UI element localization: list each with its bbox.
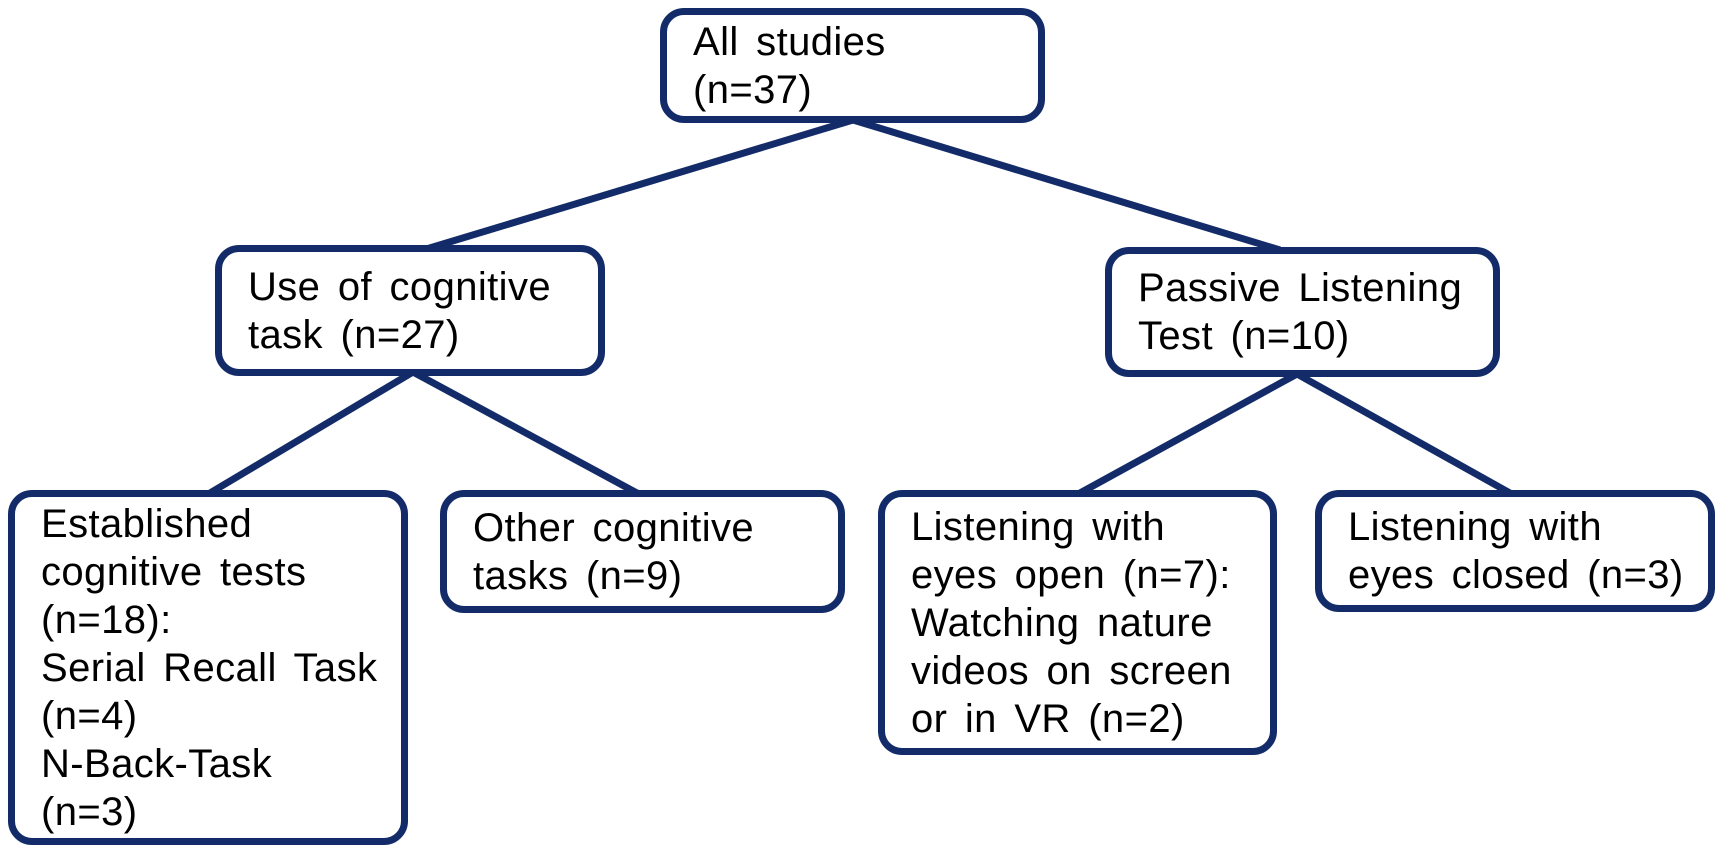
node-other-cognitive-tasks: Other cognitive tasks (n=9) bbox=[440, 490, 845, 613]
node-passive-listening-test-label: Passive Listening Test (n=10) bbox=[1138, 266, 1463, 358]
node-listening-eyes-open-label: Listening with eyes open (n=7): Watching… bbox=[911, 504, 1232, 741]
edge-all-studies-to-cognitive-task bbox=[421, 116, 855, 254]
node-other-cognitive-tasks-label: Other cognitive tasks (n=9) bbox=[473, 505, 755, 598]
node-passive-listening-test: Passive Listening Test (n=10) bbox=[1105, 247, 1500, 377]
node-established-cognitive-tests-label: Established cognitive tests (n=18): Seri… bbox=[41, 501, 378, 834]
node-use-of-cognitive-task-label: Use of cognitive task (n=27) bbox=[248, 264, 551, 357]
edge-all-studies-to-passive-listening bbox=[851, 116, 1282, 254]
node-all-studies-label: All studies (n=37) bbox=[693, 19, 886, 112]
edge-passive-listening-to-eyes-closed bbox=[1295, 370, 1512, 497]
edge-cognitive-task-to-established-tests bbox=[208, 368, 415, 497]
node-listening-eyes-closed: Listening with eyes closed (n=3) bbox=[1315, 490, 1715, 612]
edge-passive-listening-to-eyes-open bbox=[1078, 370, 1299, 497]
node-listening-eyes-open: Listening with eyes open (n=7): Watching… bbox=[878, 490, 1277, 755]
node-established-cognitive-tests: Established cognitive tests (n=18): Seri… bbox=[8, 490, 408, 845]
edge-cognitive-task-to-other-tasks bbox=[411, 368, 639, 497]
node-all-studies: All studies (n=37) bbox=[660, 8, 1045, 123]
node-use-of-cognitive-task: Use of cognitive task (n=27) bbox=[215, 245, 605, 376]
node-listening-eyes-closed-label: Listening with eyes closed (n=3) bbox=[1348, 505, 1684, 597]
